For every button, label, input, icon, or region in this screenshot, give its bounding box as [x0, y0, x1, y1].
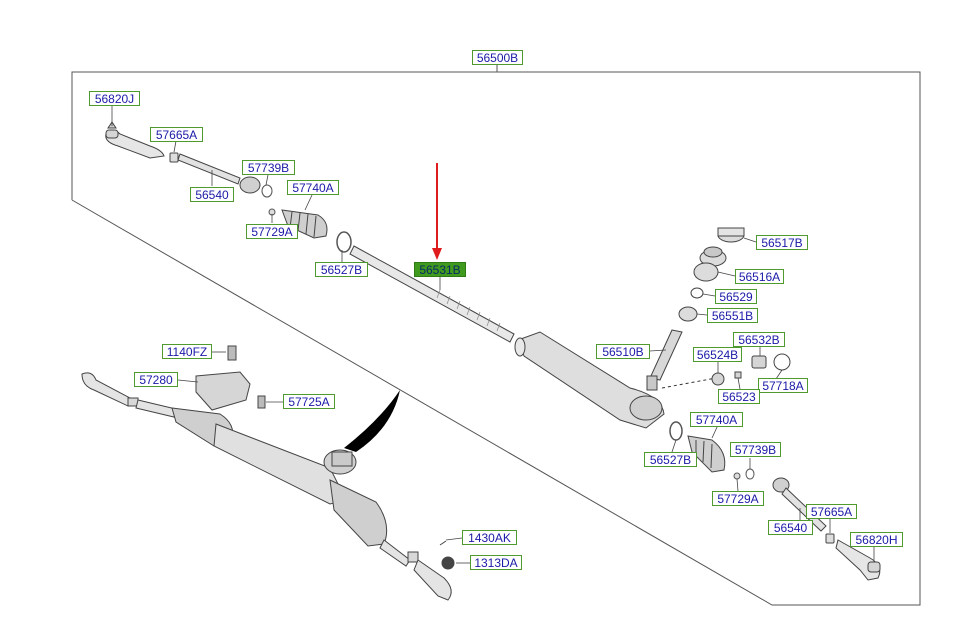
part-label-56820J[interactable]: 56820J — [89, 91, 140, 106]
left-inner-tie-rod — [177, 153, 261, 194]
right-boot-clamp — [669, 421, 683, 441]
right-bellows-boot — [687, 435, 726, 473]
part-label-56517B[interactable]: 56517B — [756, 235, 808, 250]
part-label-57665A-right[interactable]: 57665A — [806, 504, 857, 519]
part-label-56516A[interactable]: 56516A — [735, 269, 784, 284]
part-label-56531B-highlighted[interactable]: 56531B — [414, 262, 466, 277]
left-boot-clamp — [336, 231, 352, 253]
part-label-56523[interactable]: 56523 — [718, 389, 760, 404]
upper-seal-caps — [678, 227, 745, 322]
part-label-56527B-right[interactable]: 56527B — [644, 452, 697, 467]
part-label-56540-left[interactable]: 56540 — [190, 187, 234, 202]
part-label-1313DA[interactable]: 1313DA — [470, 555, 522, 570]
bolts — [227, 345, 455, 570]
part-label-57740A-left[interactable]: 57740A — [287, 180, 339, 195]
part-label-57725A[interactable]: 57725A — [283, 394, 335, 409]
rack-bar — [349, 245, 515, 343]
lower-leader-lines — [177, 351, 470, 564]
part-label-57739B-right[interactable]: 57739B — [730, 442, 781, 457]
leader-lines — [111, 106, 875, 562]
left-clip — [261, 184, 273, 198]
right-lock-nut — [825, 533, 835, 544]
part-label-56540-right[interactable]: 56540 — [768, 520, 813, 535]
assembled-steering-gear — [81, 372, 452, 601]
part-label-56524B[interactable]: 56524B — [693, 347, 742, 362]
right-small-band — [733, 472, 741, 480]
left-lock-nut — [169, 152, 179, 163]
part-label-1430AK[interactable]: 1430AK — [462, 530, 517, 545]
part-label-57718A[interactable]: 57718A — [758, 378, 808, 393]
part-label-57280[interactable]: 57280 — [134, 372, 178, 387]
part-label-56510B[interactable]: 56510B — [596, 344, 650, 359]
pinion-leader — [661, 377, 717, 389]
right-clip — [745, 468, 755, 480]
detail-callout-wedge — [344, 390, 400, 452]
right-outer-tie-rod-end — [835, 539, 881, 581]
part-label-56820H[interactable]: 56820H — [850, 532, 903, 547]
part-label-1140FZ[interactable]: 1140FZ — [162, 344, 212, 359]
gear-housing — [514, 331, 665, 429]
pinion-shaft — [646, 329, 683, 391]
red-arrow — [432, 163, 442, 260]
yoke-parts — [711, 353, 791, 386]
part-label-56551B[interactable]: 56551B — [707, 308, 758, 323]
part-label-57739B-left[interactable]: 57739B — [242, 160, 295, 175]
housing-bracket — [195, 371, 251, 411]
part-label-56527B-left[interactable]: 56527B — [315, 262, 368, 277]
assembly-frame — [71, 71, 921, 606]
part-label-57729A-right[interactable]: 57729A — [712, 491, 764, 506]
part-label-56529[interactable]: 56529 — [715, 289, 757, 304]
part-label-57729A-left[interactable]: 57729A — [246, 224, 298, 239]
part-label-57665A-left[interactable]: 57665A — [150, 127, 203, 142]
part-label-57740A-right[interactable]: 57740A — [690, 412, 743, 427]
part-label-56500B[interactable]: 56500B — [472, 50, 523, 65]
part-label-56532B[interactable]: 56532B — [733, 332, 785, 347]
